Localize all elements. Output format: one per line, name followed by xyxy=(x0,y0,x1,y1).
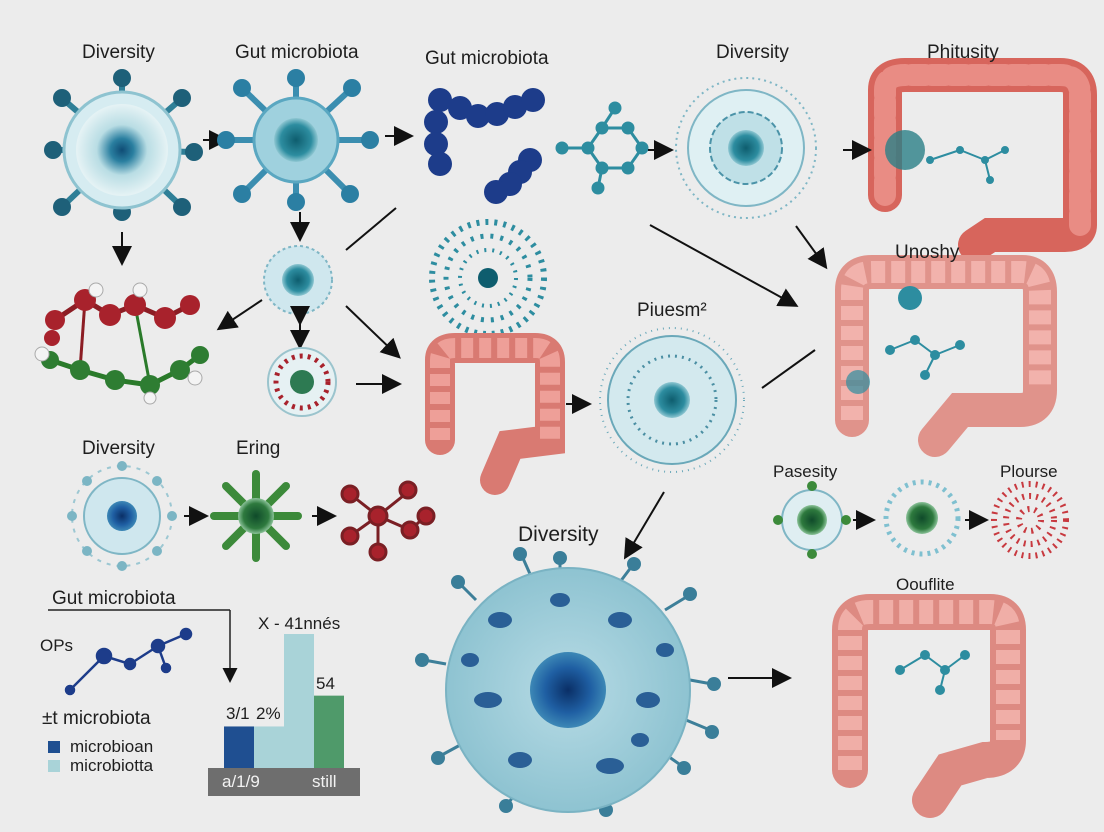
red-molecule-icon xyxy=(340,480,436,562)
legend-label-1: microbioan xyxy=(70,737,154,756)
virus-diversity-icon xyxy=(44,69,203,221)
chart-bar xyxy=(314,695,344,768)
legend-swatch-2 xyxy=(48,760,60,772)
label-gut-microbiota-1: Gut microbiota xyxy=(235,42,359,63)
chart-baseline xyxy=(208,768,360,796)
chart-bar xyxy=(224,726,254,768)
intestine-4-icon xyxy=(832,594,1026,818)
cell-pasesity-icon xyxy=(773,481,851,559)
cell-splash-icon xyxy=(883,479,961,557)
dotted-sphere-icon xyxy=(429,219,547,337)
chart-data-label: 54 xyxy=(316,673,335,693)
chart-bar xyxy=(254,726,284,768)
label-oouflite: Oouflite xyxy=(896,575,955,594)
network-line-icon xyxy=(64,627,193,696)
intestine-1-icon xyxy=(868,58,1097,262)
bead-chain-icon xyxy=(424,88,545,204)
label-unoshy: Unoshy xyxy=(895,242,960,263)
legend-swatch-1 xyxy=(48,741,60,753)
spiky-cell-diversity-icon xyxy=(675,77,817,219)
label-phitusity: Phitusity xyxy=(927,42,999,63)
molecule-teal-icon xyxy=(555,101,649,195)
bar-chart xyxy=(208,634,360,796)
label-diversity-2: Diversity xyxy=(716,42,789,63)
cell-diversity-3-icon xyxy=(67,461,177,571)
chart-tick-label: still xyxy=(312,772,337,791)
intestine-3-icon xyxy=(835,255,1057,457)
chart-tick-label: a/1/9 xyxy=(222,772,260,791)
intestine-2-icon xyxy=(425,333,565,495)
chart-data-label: 3/1 xyxy=(226,704,250,724)
inset-subtitle: ±t microbiota xyxy=(42,708,151,729)
label-diversity-1: Diversity xyxy=(82,42,155,63)
small-cell-icon xyxy=(263,245,333,315)
large-cell-diversity-icon xyxy=(415,547,721,817)
cell-piuesm-icon xyxy=(599,327,745,473)
chart-data-label: 2% xyxy=(256,704,281,724)
label-ering: Ering xyxy=(236,438,281,459)
legend-label-2: microbiotta xyxy=(70,756,154,775)
chart-title: X - 41nnés xyxy=(258,614,341,633)
label-diversity-3: Diversity xyxy=(82,438,155,459)
chart-bar xyxy=(284,634,314,768)
label-plourse: Plourse xyxy=(1000,462,1058,481)
molecule-red-green-icon xyxy=(34,282,209,405)
label-gut-microbiota-2: Gut microbiota xyxy=(425,48,549,69)
label-piuesm: Piuesm² xyxy=(637,300,707,321)
virus-gut-microbiota-icon xyxy=(217,69,379,211)
red-dot-cell-icon xyxy=(267,347,337,417)
inset-title: Gut microbiota xyxy=(52,588,176,609)
label-pasesity: Pasesity xyxy=(773,462,838,481)
red-dot-cluster-icon xyxy=(991,481,1069,559)
inset-line-label: OPs xyxy=(40,636,74,655)
inset-panel xyxy=(48,609,238,772)
label-diversity-4: Diversity xyxy=(518,523,599,546)
green-star-cell-icon xyxy=(210,470,302,562)
